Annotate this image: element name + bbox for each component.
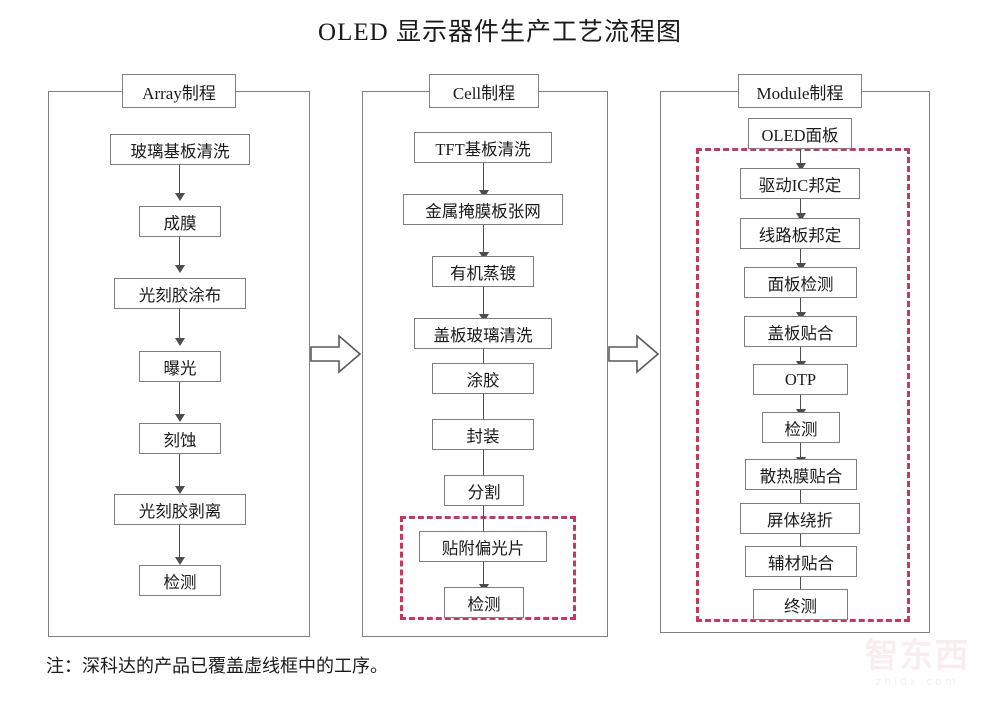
step-module-6: 检测 — [762, 412, 840, 443]
step-array-0: 玻璃基板清洗 — [110, 134, 250, 165]
step-module-5: OTP — [753, 364, 848, 395]
step-cell-4: 涂胶 — [432, 363, 534, 394]
step-cell-7: 贴附偏光片 — [419, 531, 547, 562]
step-module-2: 线路板邦定 — [740, 218, 860, 249]
step-module-7: 散热膜贴合 — [745, 459, 857, 490]
step-array-2: 光刻胶涂布 — [114, 278, 246, 309]
watermark-url: zhidx.com — [875, 675, 959, 688]
step-cell-1: 金属掩膜板张网 — [403, 194, 563, 225]
watermark-logo: 智东西 — [864, 636, 970, 676]
step-array-6: 检测 — [139, 565, 221, 596]
step-cell-0: TFT基板清洗 — [414, 132, 552, 163]
step-module-3: 面板检测 — [744, 267, 857, 298]
group-header-module: Module制程 — [738, 74, 862, 108]
dashed-highlight-cell — [400, 516, 576, 620]
step-module-8: 屏体绕折 — [740, 503, 860, 534]
group-header-cell: Cell制程 — [429, 74, 539, 108]
step-cell-8: 检测 — [444, 587, 524, 618]
group-connector-arrow-array-cell — [310, 332, 362, 376]
step-module-4: 盖板贴合 — [744, 316, 857, 347]
step-cell-5: 封装 — [432, 419, 534, 450]
step-cell-3: 盖板玻璃清洗 — [414, 318, 552, 349]
page-title: OLED 显示器件生产工艺流程图 — [318, 19, 682, 46]
step-module-1: 驱动IC邦定 — [740, 168, 860, 199]
dashed-highlight-module — [696, 148, 910, 622]
step-cell-6: 分割 — [444, 475, 524, 506]
step-module-10: 终测 — [753, 589, 848, 620]
watermark: 智东西 zhidx.com — [842, 637, 992, 699]
step-array-4: 刻蚀 — [139, 423, 221, 454]
step-cell-2: 有机蒸镀 — [432, 256, 534, 287]
step-module-0: OLED面板 — [748, 118, 852, 149]
group-connector-arrow-cell-module — [608, 332, 660, 376]
step-array-3: 曝光 — [139, 351, 221, 382]
step-module-9: 辅材贴合 — [745, 546, 857, 577]
group-header-array: Array制程 — [122, 74, 236, 108]
step-array-1: 成膜 — [139, 206, 221, 237]
step-array-5: 光刻胶剥离 — [114, 494, 246, 525]
footnote: 注：深科达的产品已覆盖虚线框中的工序。 — [46, 656, 388, 676]
